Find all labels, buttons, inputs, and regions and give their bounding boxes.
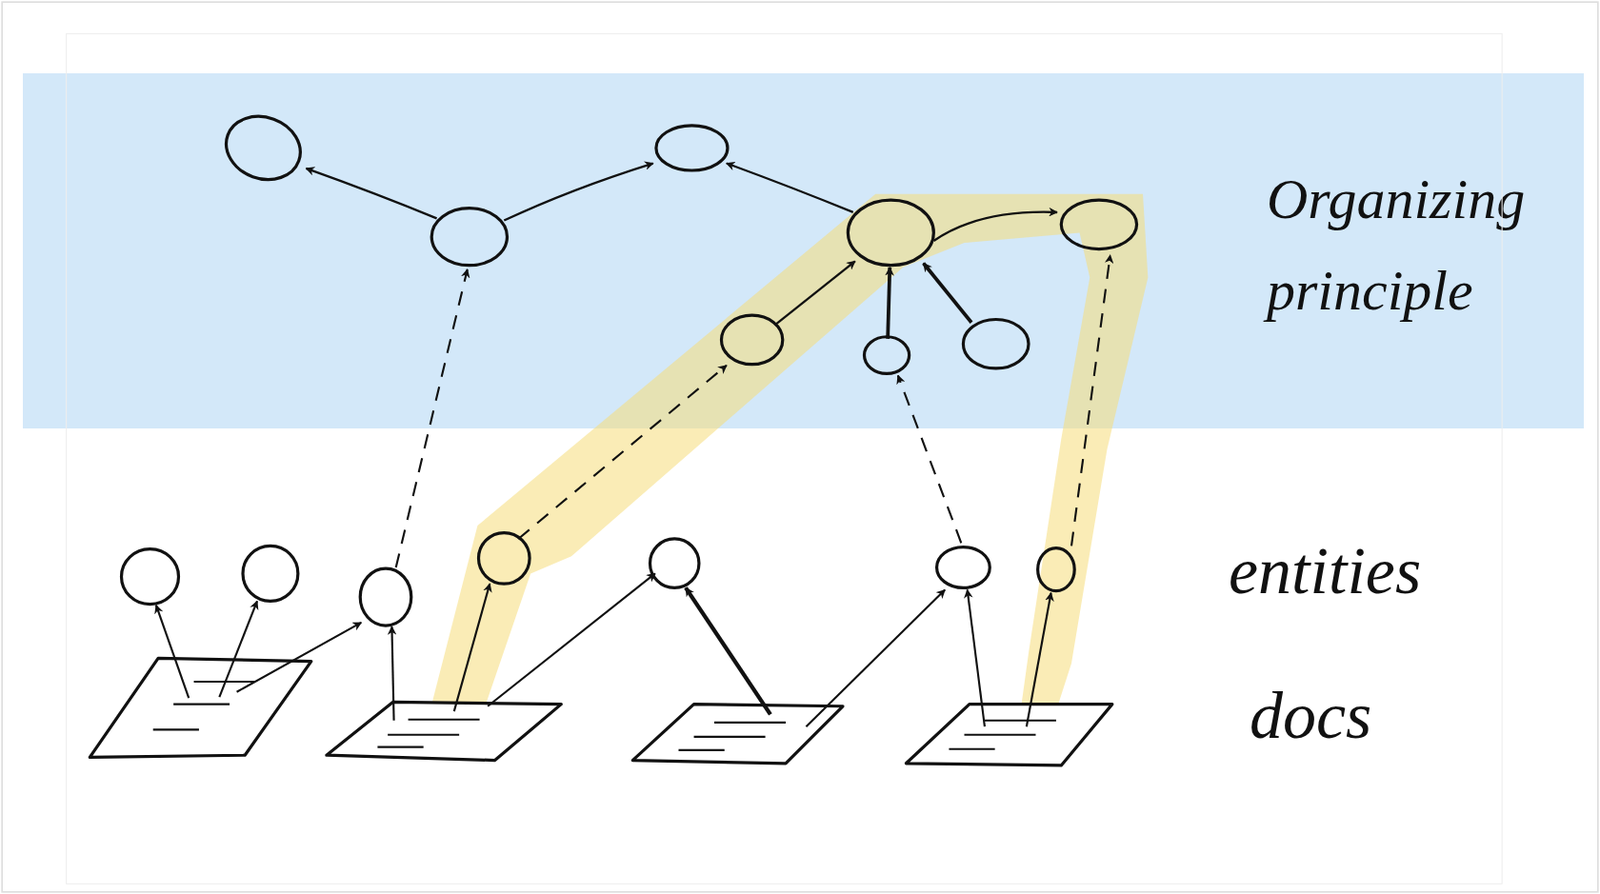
document-sheet	[326, 701, 561, 760]
layer-label: docs	[1249, 678, 1372, 755]
document-sheet	[632, 704, 843, 764]
entity-circle	[650, 539, 700, 588]
organizing-band: Organizing principle	[22, 73, 1584, 429]
entity-circle	[242, 545, 299, 601]
document-sheet	[89, 658, 312, 758]
entity-circle	[360, 568, 412, 626]
entity-circle	[479, 533, 531, 585]
entity-circle	[937, 547, 991, 589]
document-sheet	[905, 704, 1112, 766]
entity-circles	[121, 533, 1076, 627]
band-heading: Organizing principle	[1266, 153, 1553, 337]
documents	[89, 658, 1113, 766]
entity-circle	[1038, 548, 1076, 592]
doc-to-entity-arrows	[156, 573, 1052, 727]
layer-label: entities	[1228, 533, 1421, 610]
entity-circle	[121, 549, 180, 605]
document-lines	[153, 681, 1057, 751]
